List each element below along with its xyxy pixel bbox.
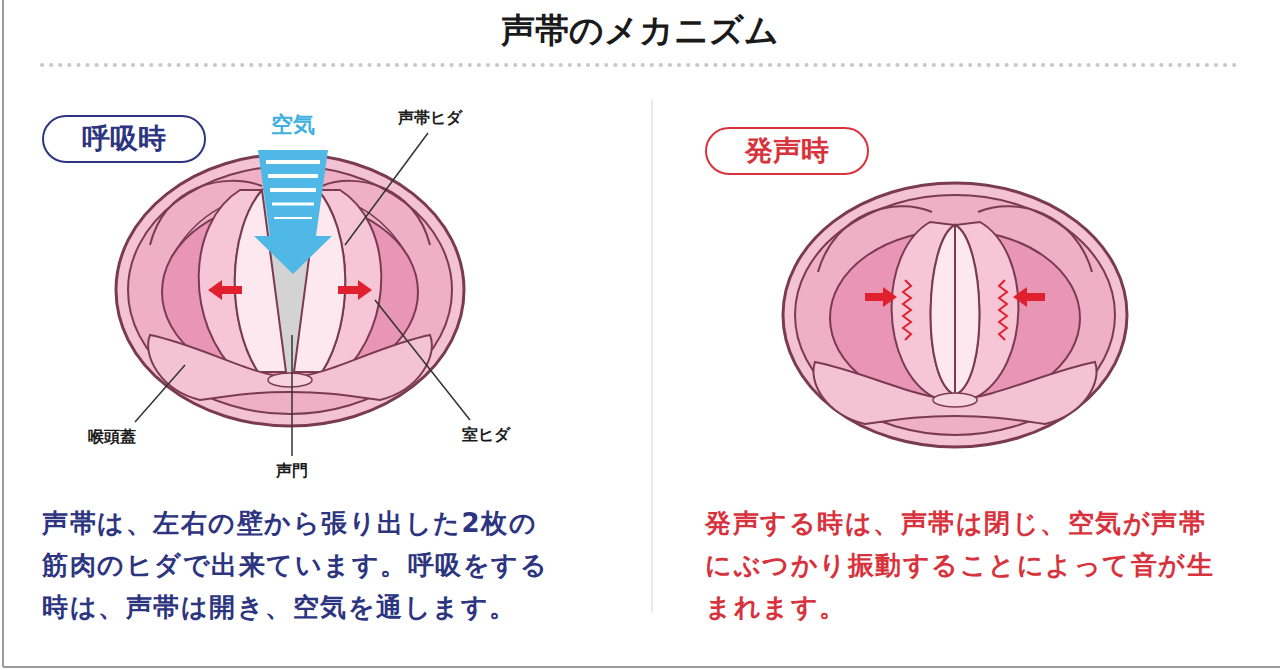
- description: 声帯は、左右の壁から張り出した2枚の筋肉のヒダで出来ています。呼吸をする時は、声…: [42, 502, 557, 628]
- epiglottis: [813, 362, 1096, 424]
- larynx-closed: [783, 183, 1127, 447]
- mode-label: 発声時: [745, 134, 829, 168]
- description: 発声する時は、声帯は閉じ、空気が声帯にぶつかり振動することによって音が生まれます…: [705, 502, 1220, 628]
- air-arrow: [254, 150, 332, 274]
- part-label: 声門: [262, 461, 322, 480]
- air-stripe: [274, 217, 312, 219]
- air-arrow-shape: [254, 150, 332, 274]
- vibration-mark: [999, 280, 1007, 340]
- frame-line: [2, 0, 4, 667]
- leader-lines: [135, 133, 470, 456]
- leader-line: [345, 133, 428, 245]
- part-label: 室ヒダ: [462, 425, 510, 444]
- commissure: [933, 393, 977, 407]
- epiglottis: [148, 335, 432, 400]
- open-arrow: [208, 280, 242, 300]
- air-stripe: [268, 174, 318, 178]
- frame-line: [3, 666, 1280, 668]
- close-arrow: [865, 287, 897, 307]
- part-label: 声帯ヒダ: [398, 108, 462, 127]
- larynx-wall: [128, 166, 452, 414]
- vocal-fold: [955, 225, 979, 395]
- ventricular-fold: [892, 222, 955, 398]
- commissure: [268, 373, 312, 387]
- air-stripe: [270, 188, 316, 192]
- ventricular-fold: [955, 222, 1018, 398]
- mode-pill: 発声時: [705, 127, 869, 175]
- larynx-wall: [795, 195, 1115, 435]
- larynx-rim: [783, 183, 1127, 447]
- part-label: 喉頭蓋: [88, 427, 136, 446]
- leader-line: [291, 335, 293, 456]
- leader-line: [135, 365, 185, 422]
- page-title: 声帯のメカニズム: [0, 8, 1280, 54]
- leader-line: [375, 300, 470, 420]
- mode-pill: 呼吸時: [42, 115, 206, 163]
- divider-line: [651, 100, 653, 612]
- vibration-mark: [903, 280, 911, 340]
- air-stripe: [266, 160, 320, 164]
- close-arrow: [1013, 287, 1045, 307]
- mode-label: 呼吸時: [82, 122, 166, 156]
- air-stripe: [272, 203, 314, 206]
- dotted-rule: [42, 63, 1240, 67]
- vocal-fold: [931, 225, 955, 395]
- open-arrow: [338, 280, 372, 300]
- air-label: 空気: [243, 112, 343, 138]
